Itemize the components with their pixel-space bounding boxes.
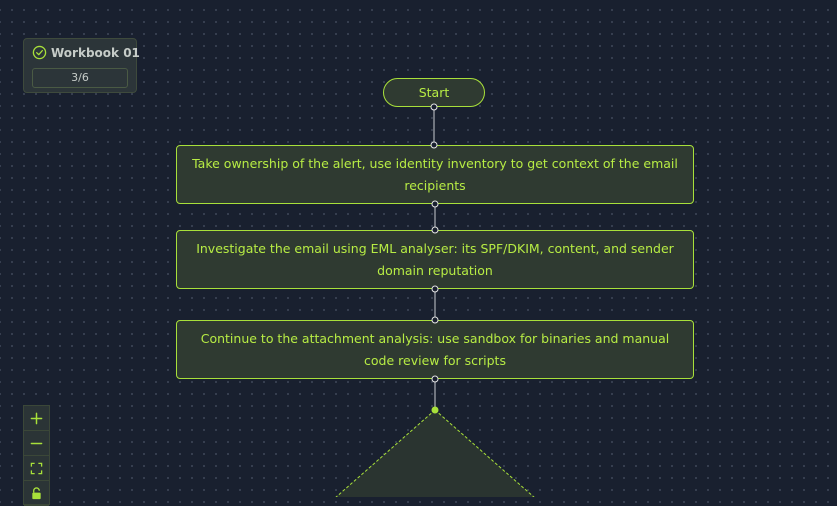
workbook-header: Workbook 01 [32, 45, 140, 60]
step-node-2[interactable]: Investigate the email using EML analyser… [176, 230, 694, 289]
lock-icon [32, 486, 41, 499]
zoom-in-button[interactable] [24, 406, 49, 431]
start-output-port[interactable] [430, 103, 438, 111]
plus-icon [30, 412, 43, 424]
step-2-output-port[interactable] [431, 285, 439, 293]
workbook-title: Workbook 01 [51, 45, 140, 60]
check-circle-icon [32, 45, 47, 60]
step-3-label: Continue to the attachment analysis: use… [200, 330, 670, 368]
fit-view-button[interactable] [24, 456, 49, 481]
workbook-progress: 3/6 [32, 68, 128, 88]
zoom-out-button[interactable] [24, 431, 49, 456]
step-3-input-port[interactable] [431, 316, 439, 324]
step-1-input-port[interactable] [430, 141, 438, 149]
step-3-output-port[interactable] [431, 375, 439, 383]
step-1-output-port[interactable] [431, 200, 439, 208]
step-node-1[interactable]: Take ownership of the alert, use identit… [176, 145, 694, 204]
step-1-label: Take ownership of the alert, use identit… [192, 155, 678, 193]
zoom-controls [23, 405, 50, 506]
start-label: Start [418, 84, 450, 100]
workbook-panel[interactable]: Workbook 01 3/6 [23, 38, 140, 93]
step-2-input-port[interactable] [431, 226, 439, 234]
fit-view-icon [30, 462, 43, 474]
lock-button[interactable] [24, 481, 49, 506]
minus-icon [30, 442, 43, 444]
step-node-3[interactable]: Continue to the attachment analysis: use… [176, 320, 694, 379]
step-2-label: Investigate the email using EML analyser… [196, 240, 674, 278]
decision-input-port[interactable] [431, 406, 439, 414]
decision-node[interactable] [310, 409, 560, 497]
